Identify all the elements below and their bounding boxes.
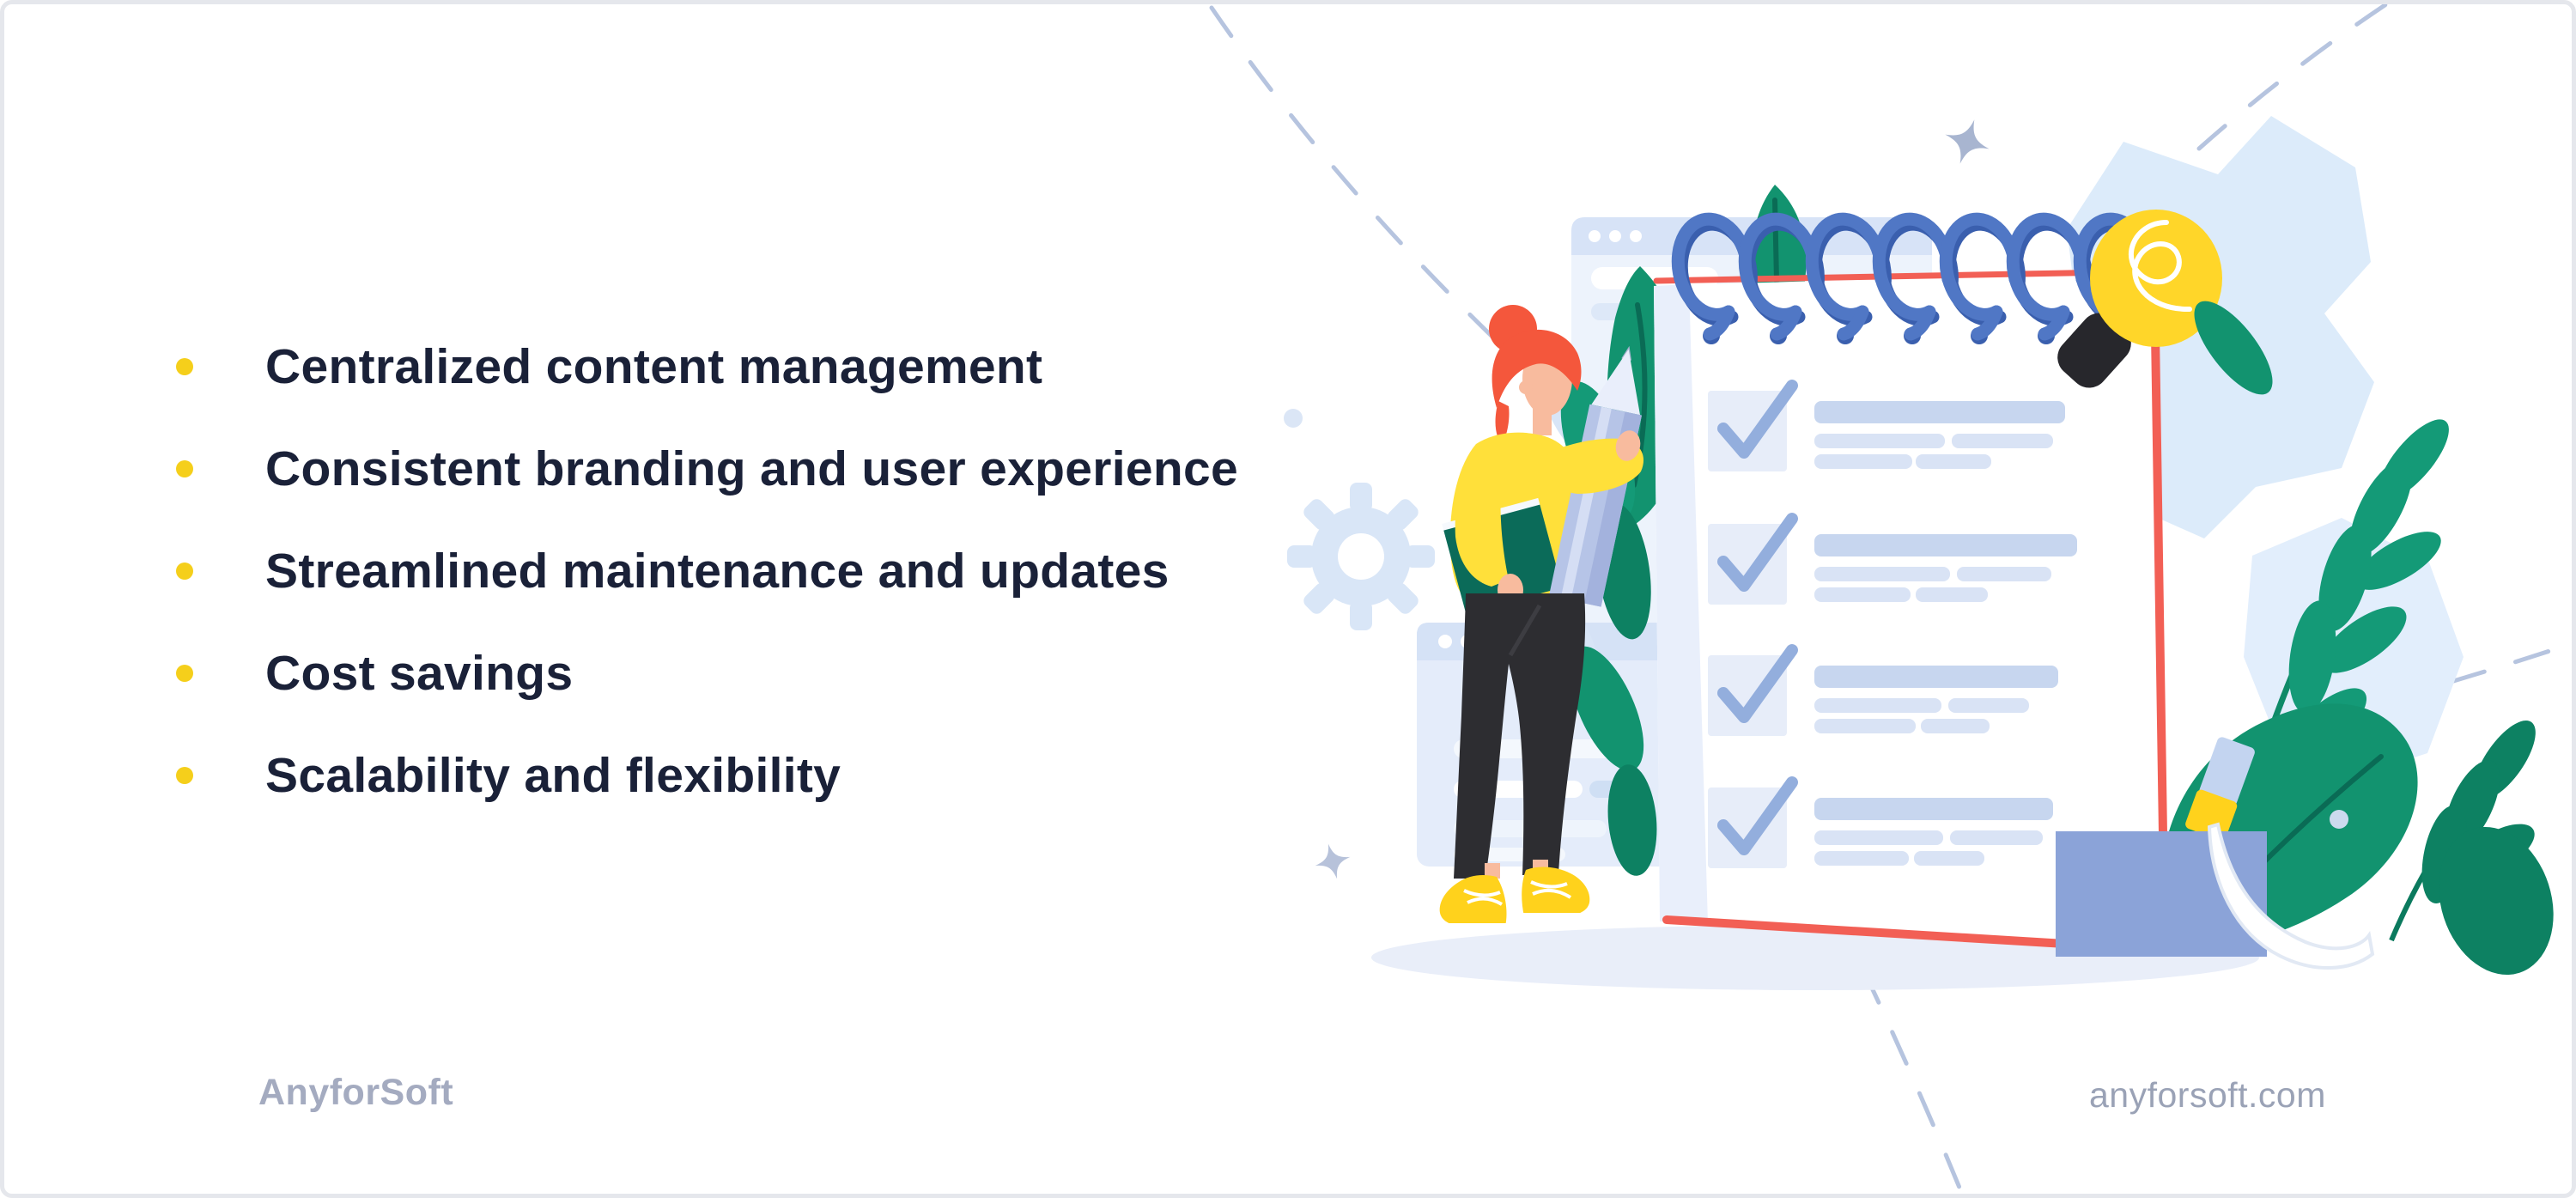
list-item: Consistent branding and user experience: [176, 417, 1238, 520]
sparkle-star-icon: [1945, 119, 1990, 164]
bullet-dot-icon: [176, 357, 193, 375]
woman-figure: [1437, 305, 1644, 933]
bullet-dot-icon: [176, 562, 193, 580]
checklist-row: [1708, 513, 2077, 605]
list-item: Cost savings: [176, 622, 1238, 724]
checklist-row: [1708, 644, 2058, 736]
list-item-label: Consistent branding and user experience: [265, 441, 1238, 496]
bullet-dot-icon: [176, 459, 193, 477]
dashed-path: [1209, 4, 2572, 1194]
decor-dot: [1284, 409, 1303, 428]
checklist-row: [1708, 776, 2053, 868]
benefits-list: Centralized content management Consisten…: [176, 315, 1238, 826]
checklist-illustration: [1209, 4, 2572, 1194]
list-item: Scalability and flexibility: [176, 724, 1238, 826]
list-item-label: Scalability and flexibility: [265, 747, 841, 803]
bullet-dot-icon: [176, 766, 193, 784]
bullet-dot-icon: [176, 664, 193, 682]
gear-icon: [1287, 483, 1435, 630]
sparkle-star-icon: [1315, 843, 1351, 879]
list-item-label: Cost savings: [265, 645, 574, 701]
decor-dot: [2330, 810, 2348, 829]
list-item: Streamlined maintenance and updates: [176, 520, 1238, 622]
plant-leaves: [2160, 301, 2554, 975]
list-item-label: Streamlined maintenance and updates: [265, 543, 1170, 599]
lightbulb-icon: [2057, 210, 2222, 388]
small-pencil: [2185, 737, 2255, 841]
checklist-row: [1708, 380, 2065, 471]
page-curl: [2207, 822, 2375, 970]
sneaker-shoes: [1437, 867, 1598, 933]
brand-logo-text: AnyforSoft: [258, 1072, 454, 1113]
list-item: Centralized content management: [176, 315, 1238, 417]
list-item-label: Centralized content management: [265, 338, 1043, 394]
website-url-text: anyforsoft.com: [2089, 1075, 2326, 1115]
notepad: [1653, 269, 2169, 950]
